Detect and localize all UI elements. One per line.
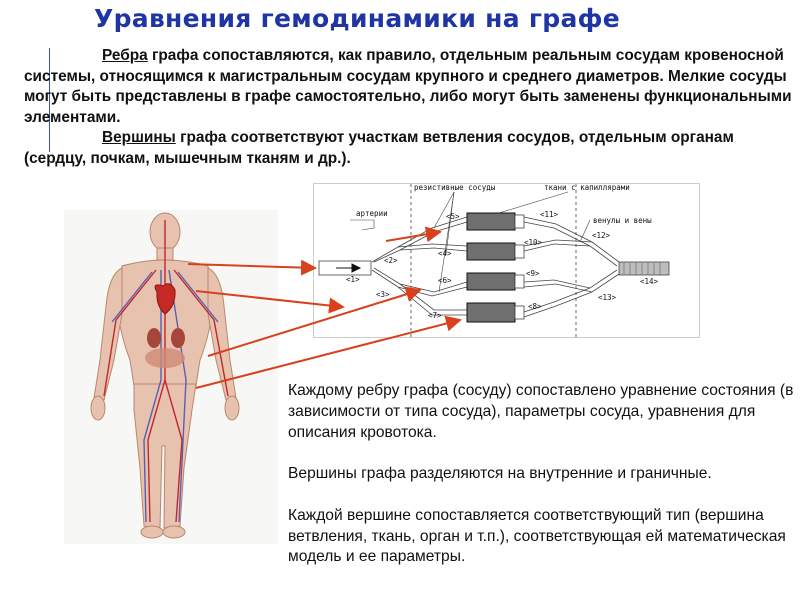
intro-edges-text: графа сопоставляются, как правило, отдел… (24, 47, 792, 126)
node-9: <9> (526, 269, 540, 278)
node-5: <5> (446, 212, 460, 221)
node-3: <3> (376, 290, 390, 299)
term-vertices: Вершины (102, 129, 176, 147)
node-6: <6> (438, 276, 452, 285)
arrow-to-resistive (385, 226, 442, 243)
term-edges: Ребра (102, 47, 148, 64)
node-7: <7> (428, 311, 442, 320)
arrow-heart-to-input (187, 259, 317, 276)
node-1: <1> (346, 275, 360, 284)
intro-paragraph-edges: Ребра графа сопоставляются, как правило,… (24, 46, 800, 128)
margin-line (49, 48, 50, 152)
node-8: <8> (528, 302, 542, 311)
node-2: <2> (384, 256, 398, 265)
arrow-abdomen-to-node (195, 290, 345, 314)
arrow-leg-to-tissue (195, 315, 462, 389)
info-text: Каждому ребру графа (сосуду) сопоставлен… (288, 381, 800, 589)
info-paragraph-edges: Каждому ребру графа (сосуду) сопоставлен… (288, 382, 794, 441)
node-13: <13> (598, 293, 617, 302)
node-11: <11> (540, 210, 559, 219)
node-4: <4> (438, 249, 452, 258)
vascular-graph-diagram: артерии резистивные сосуды ткани с капил… (313, 183, 700, 338)
intro-paragraph-vertices: Вершины графа соответствуют участкам вет… (24, 128, 800, 169)
node-12: <12> (592, 231, 611, 240)
label-arteries: артерии (356, 209, 388, 218)
label-resistive: резистивные сосуды (414, 183, 496, 192)
info-paragraph-vertices: Вершины графа разделяются на внутренние … (288, 465, 712, 483)
arrow-arm-to-node (207, 286, 422, 357)
intro-vertices-text: графа соответствуют участкам ветвления с… (24, 129, 734, 167)
label-tissues: ткани с капиллярами (544, 183, 630, 192)
page-title: Уравнения гемодинамики на графе (94, 4, 620, 33)
label-venules: венулы и вены (593, 216, 652, 225)
info-paragraph-models: Каждой вершине сопоставляется соответств… (288, 506, 786, 566)
node-10: <10> (524, 238, 543, 247)
node-14: <14> (640, 277, 659, 286)
intro-text: Ребра графа сопоставляются, как правило,… (24, 46, 800, 170)
